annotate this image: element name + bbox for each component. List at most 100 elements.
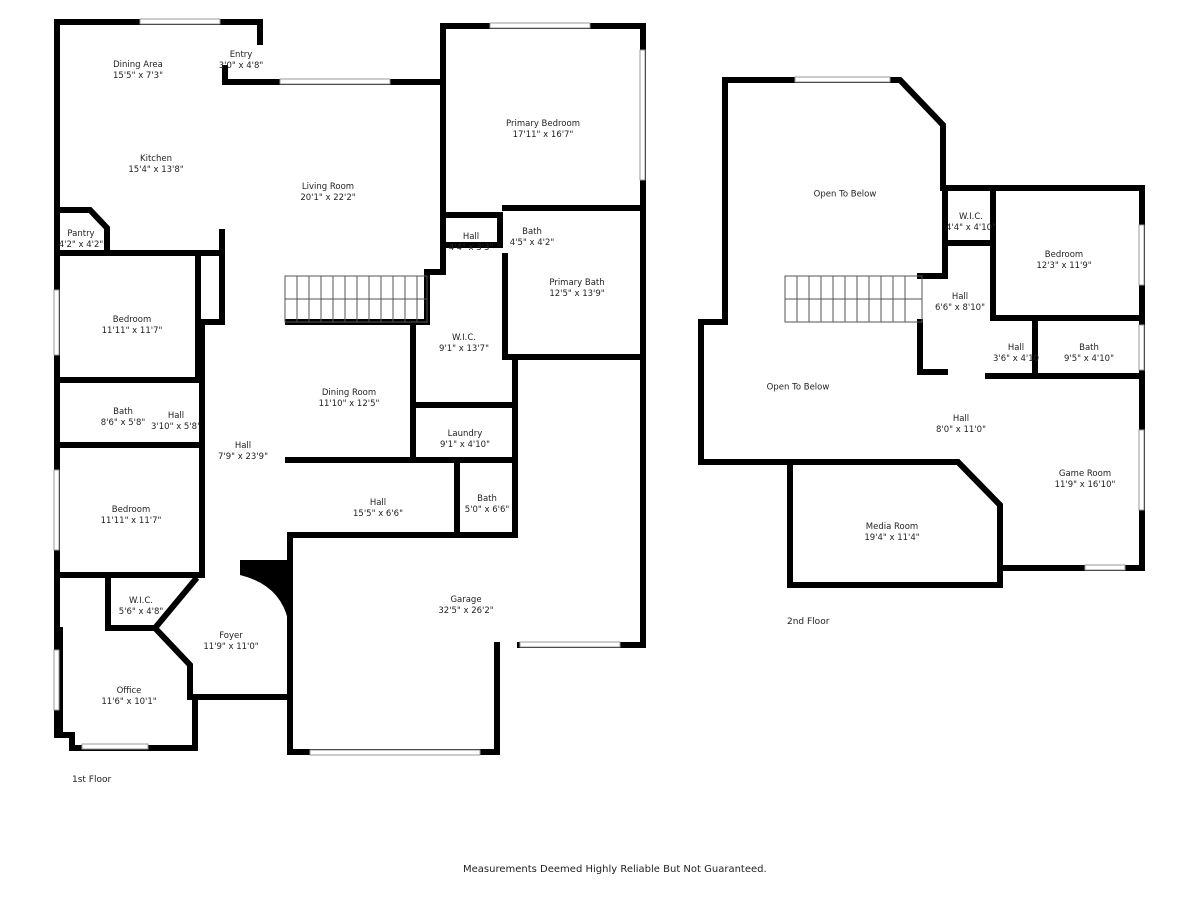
room-size: 4'2" x 4'2" <box>58 240 104 250</box>
room-name: Dining Area <box>113 60 163 70</box>
first-floor-windows <box>53 18 646 756</box>
second-floor-stairs <box>784 275 923 323</box>
room-size: 19'4" x 11'4" <box>864 533 920 543</box>
room-size: 5'0" x 6'6" <box>464 505 510 515</box>
room-name: Pantry <box>67 229 95 239</box>
room-name: W.I.C. <box>129 596 153 606</box>
room-name: Primary Bedroom <box>506 119 580 129</box>
room-name: Entry <box>229 50 253 60</box>
room-name: Bath <box>1079 343 1099 353</box>
room-size: 3'6" x 4'10 <box>992 354 1040 364</box>
room-size: 3'0" x 4'8" <box>218 61 264 71</box>
room-name: Hall <box>462 232 480 242</box>
room-name: W.I.C. <box>959 212 983 222</box>
second-floor-windows <box>794 76 1145 571</box>
room-name: Foyer <box>219 631 243 641</box>
room-size: 15'4" x 13'8" <box>128 165 184 175</box>
room-name: Open To Below <box>813 189 877 200</box>
floor-label-2nd: 2nd Floor <box>787 617 830 627</box>
room-name: Kitchen <box>140 154 172 164</box>
room-size: 17'11" x 16'7" <box>512 130 574 140</box>
room-open-to-below: Open To Below <box>814 190 877 201</box>
room-size: 5'6" x 4'8" <box>118 607 164 617</box>
room-size: 20'1" x 22'2" <box>300 193 356 203</box>
room-size: 11'6" x 10'1" <box>101 697 157 707</box>
room-name: Bedroom <box>111 505 151 515</box>
room-name: Bedroom <box>112 315 152 325</box>
room-wic: W.I.C.4'4" x 4'10" <box>946 212 996 234</box>
room-name: W.I.C. <box>452 333 476 343</box>
first-floor-walls <box>54 19 646 755</box>
room-size: 11'9" x 11'0" <box>203 642 259 652</box>
room-size: 15'5" x 6'6" <box>353 509 403 519</box>
room-size: 6'6" x 8'10" <box>935 303 985 313</box>
room-name: Bath <box>522 227 542 237</box>
room-name: Dining Room <box>321 388 377 398</box>
floor-label-1st: 1st Floor <box>72 775 112 785</box>
room-name: Hall <box>952 414 970 424</box>
room-size: 12'3" x 11'9" <box>1036 261 1092 271</box>
room-size: 4'4" x 4'10" <box>946 223 996 233</box>
room-size: 32'5" x 26'2" <box>438 606 494 616</box>
room-name: Hall <box>167 411 185 421</box>
room-size: 7'9" x 23'9" <box>218 452 268 462</box>
room-size: 15'5" x 7'3" <box>113 71 163 81</box>
room-size: 12'5" x 13'9" <box>549 289 605 299</box>
disclaimer: Measurements Deemed Highly Reliable But … <box>463 864 767 875</box>
room-name: Bath <box>477 494 497 504</box>
room-name: Hall <box>234 441 252 451</box>
room-wic: W.I.C.5'6" x 4'8" <box>119 596 164 618</box>
room-name: Living Room <box>301 182 355 192</box>
first-floor-stairs <box>284 275 428 323</box>
room-size: 11'11" x 11'7" <box>101 326 163 336</box>
room-name: Open To Below <box>766 382 830 393</box>
room-size: 3'10" x 5'8" <box>151 422 201 432</box>
room-size: 8'0" x 11'0" <box>936 425 986 435</box>
room-size: 11'9" x 16'10" <box>1054 480 1116 490</box>
room-name: Office <box>116 686 142 696</box>
room-size: 9'5" x 4'10" <box>1064 354 1114 364</box>
room-size: 11'11" x 11'7" <box>100 516 162 526</box>
room-name: Hall <box>369 498 387 508</box>
room-name: Primary Bath <box>549 278 605 288</box>
room-open-to-below: Open To Below <box>767 383 830 394</box>
room-name: Media Room <box>865 522 919 532</box>
second-floor-walls <box>698 77 1145 588</box>
room-wic: W.I.C.9'1" x 13'7" <box>439 333 489 355</box>
room-size: 9'1" x 4'10" <box>440 440 490 450</box>
room-size: 11'10" x 12'5" <box>318 399 380 409</box>
room-name: Hall <box>1007 343 1025 353</box>
room-size: 4'5" x 4'2" <box>509 238 555 248</box>
room-name: Laundry <box>447 429 483 439</box>
foyer-wall-curve <box>240 560 288 620</box>
room-name: Bath <box>113 407 133 417</box>
room-size: 4'4" x 3'3" <box>448 243 494 253</box>
room-name: Garage <box>450 595 482 605</box>
